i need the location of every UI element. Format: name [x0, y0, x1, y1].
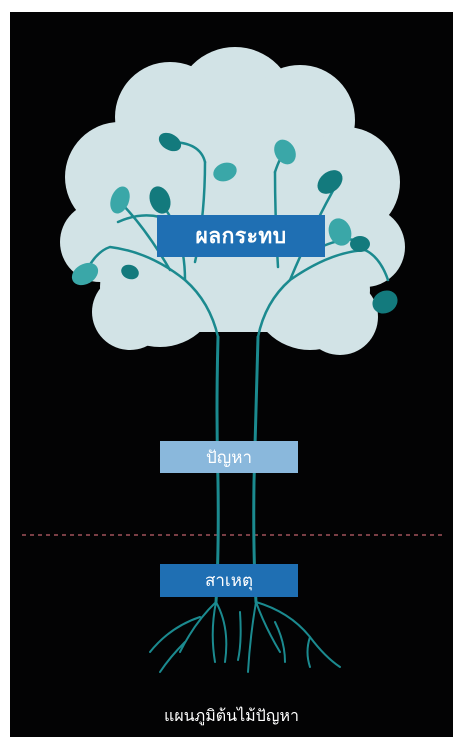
problem-label: ปัญหา	[205, 447, 253, 468]
tree-leaves	[71, 132, 398, 314]
problem-label-box: ปัญหา	[160, 441, 298, 473]
diagram-caption: แผนภูมิต้นไม้ปัญหา	[164, 706, 299, 725]
effect-label: ผลกระทบ	[195, 223, 287, 248]
diagram-frame: ผลกระทบ ปัญหา สาเหตุ แผนภูมิต้นไม้ปัญหา	[10, 12, 453, 737]
effect-label-box: ผลกระทบ	[157, 215, 325, 257]
tree-illustration	[22, 47, 442, 673]
cause-label: สาเหตุ	[205, 571, 253, 591]
cause-label-box: สาเหตุ	[160, 564, 298, 597]
tree-roots	[149, 601, 341, 673]
